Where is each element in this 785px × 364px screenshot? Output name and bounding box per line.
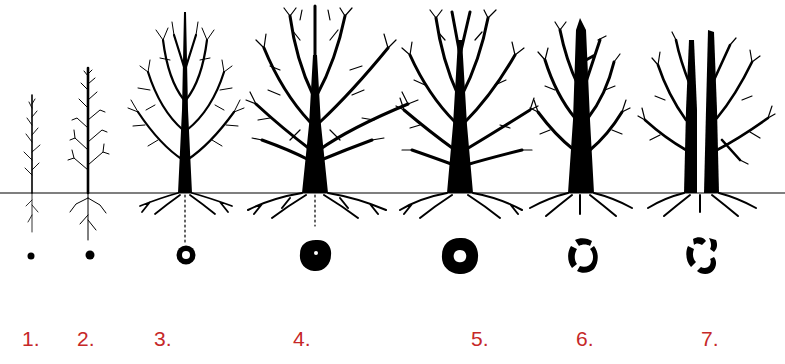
sapling-tree: [24, 95, 40, 232]
young-tree: [68, 68, 109, 240]
growing-tree: [128, 12, 244, 242]
callout-number: 4.: [293, 327, 311, 351]
callout-number: 1.: [22, 327, 40, 351]
callout-number: 7.: [701, 327, 719, 351]
mature-tree: [246, 6, 418, 226]
callout-number: 6.: [576, 327, 594, 351]
trunk-cross-section: [28, 237, 718, 274]
callout-number: 2.: [77, 327, 95, 351]
dying-tree: [638, 30, 775, 216]
ground-line: [0, 193, 785, 194]
callout-number: 5.: [471, 327, 489, 351]
old-tree: [396, 10, 538, 218]
declining-tree: [530, 18, 632, 216]
callout-number: 3.: [154, 327, 172, 351]
